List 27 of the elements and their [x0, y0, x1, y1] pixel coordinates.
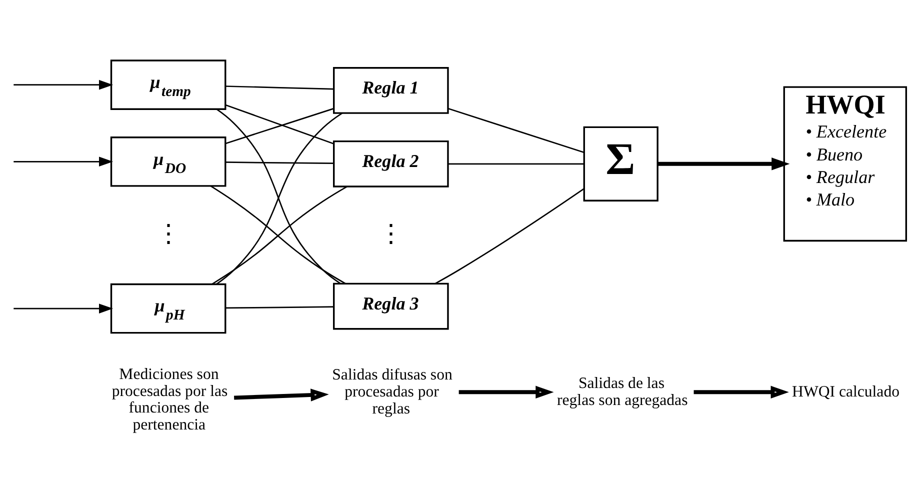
arrow [14, 156, 114, 167]
node-box: Σ [583, 126, 658, 202]
connector [434, 188, 584, 284]
node-box: μ$_{temp}$ [110, 60, 226, 110]
connector [226, 306, 334, 309]
node-text: HWQI calculado [792, 383, 900, 400]
node-box: Regla 3 [333, 282, 449, 330]
node-text: Salidas de las reglas son agregadas [557, 374, 688, 409]
arrow [234, 388, 329, 402]
node-box: Regla 2 [333, 140, 449, 188]
node-text: Salidas difusas son procesadas por reglas [332, 366, 452, 418]
node-box: μ$_{pH}$ [110, 283, 226, 334]
label: ⋮ [156, 220, 181, 248]
node-box: HWQI • Excelente • Bueno • Regular • Malo [783, 86, 908, 242]
connector [448, 108, 584, 153]
arrow [14, 80, 114, 90]
connector [448, 163, 584, 165]
node-box: μ$_{DO}$ [110, 136, 226, 187]
label: ⋮ [378, 220, 404, 248]
arrow [458, 386, 554, 398]
node-text: Mediciones son procesadas por las funciones de pertenencia [112, 366, 228, 434]
connector [226, 162, 334, 164]
connector [226, 86, 334, 90]
arrow [658, 158, 790, 170]
arrow [14, 304, 114, 314]
arrow [694, 386, 789, 398]
node-box: Regla 1 [333, 67, 449, 114]
